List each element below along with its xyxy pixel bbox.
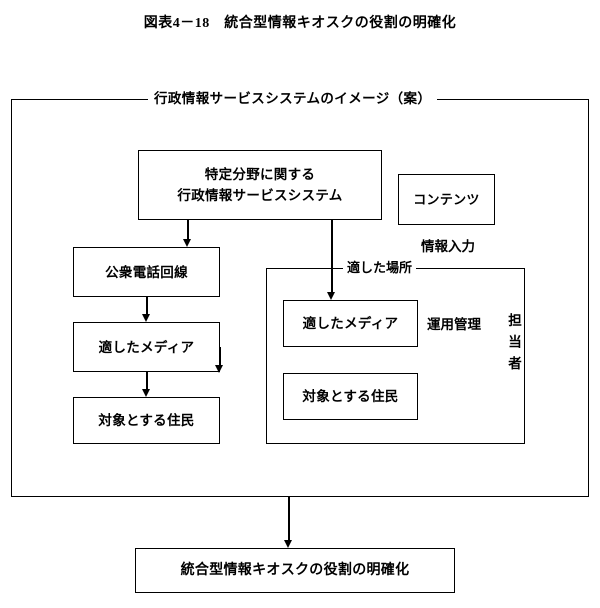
box-phone-line-label: 公衆電話回線 (105, 264, 188, 280)
arrowhead-media-left-to-resident-left (142, 389, 150, 397)
arrowhead-main-to-phone-line (183, 239, 191, 247)
box-main-system-line1: 特定分野に関する (204, 167, 316, 182)
box-suitable-media-right: 適したメディア (283, 300, 418, 347)
arrowhead-main-to-media-right (327, 292, 335, 300)
box-resident-right-label: 対象とする住民 (302, 389, 399, 404)
label-operation-management: 運用管理 (427, 317, 481, 332)
connector-main-to-phone-line (187, 220, 189, 240)
connector-phone-line-to-media-left (146, 297, 148, 315)
label-information-input: 情報入力 (421, 239, 475, 254)
box-suitable-media-left: 適したメディア (73, 322, 220, 372)
arrowhead-frame-to-result (284, 540, 292, 548)
box-main-system-line2: 行政情報サービスシステム (177, 188, 343, 203)
box-target-residents-right: 対象とする住民 (283, 373, 418, 420)
connector-media-left-to-resident-left (146, 372, 148, 390)
box-result-label: 統合型情報キオスクの役割の明確化 (180, 563, 410, 578)
box-public-telephone-line: 公衆電話回線 (73, 247, 220, 297)
inner-frame-label: 適した場所 (343, 260, 417, 276)
arrowhead-phone-line-to-media-left (142, 314, 150, 322)
box-clarify-integrated-kiosk-role: 統合型情報キオスクの役割の明確化 (135, 548, 455, 593)
box-media-left-label: 適したメディア (98, 339, 195, 355)
box-target-residents-left: 対象とする住民 (73, 397, 220, 444)
label-person-in-charge: 担当者 (506, 313, 521, 378)
connector-frame-to-result (288, 497, 290, 541)
connector-main-to-media-right (331, 220, 333, 293)
arrowhead-media-right-to-resident-right (215, 365, 223, 373)
outer-frame-label: 行政情報サービスシステムのイメージ（案） (148, 91, 438, 107)
box-contents: コンテンツ (398, 174, 495, 225)
box-specific-field-service-system: 特定分野に関する 行政情報サービスシステム (138, 150, 382, 220)
box-media-right-label: 適したメディア (302, 316, 399, 331)
box-resident-left-label: 対象とする住民 (98, 413, 195, 428)
figure-title: 図表4－18 統合型情報キオスクの役割の明確化 (143, 16, 457, 31)
box-contents-label: コンテンツ (413, 192, 480, 207)
connector-media-right-to-resident-right (219, 347, 221, 366)
